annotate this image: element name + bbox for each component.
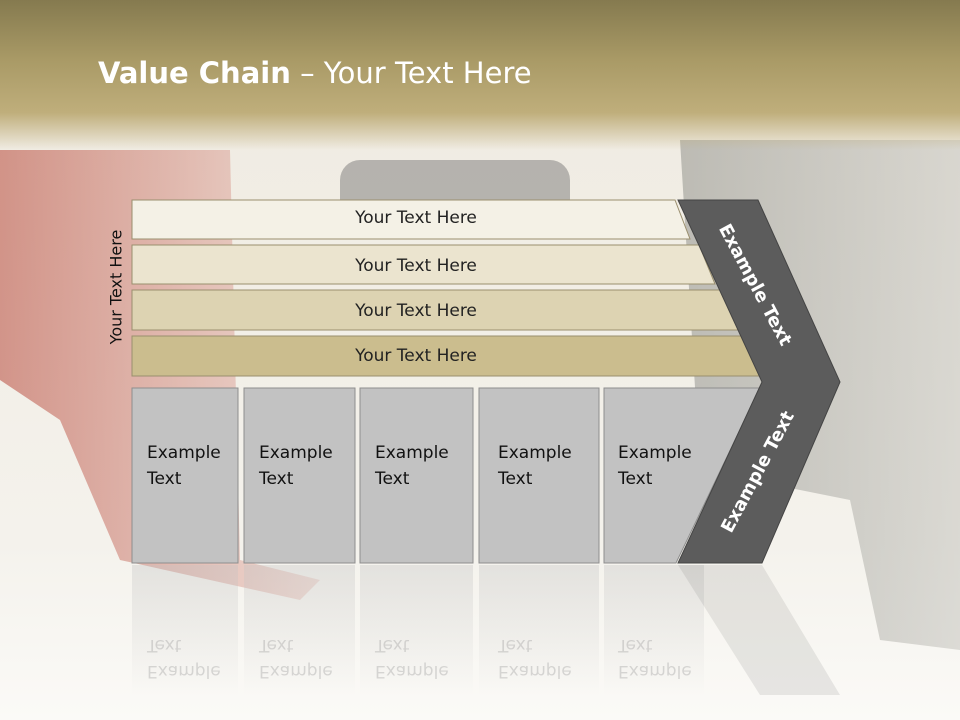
row-label: Your Text Here <box>355 256 477 276</box>
title-banner <box>0 0 960 150</box>
box-label-line: Text <box>618 469 653 489</box>
box <box>243 387 356 564</box>
box-label-line: Example <box>375 443 449 463</box>
box-label-reflection: Example Text <box>259 632 333 684</box>
box-label-line: Text <box>375 469 410 489</box>
box-label-reflection: Example Text <box>375 632 449 684</box>
box-label-reflection: Example Text <box>498 632 572 684</box>
box-label-line: Text <box>259 469 294 489</box>
box-label-line: Text <box>259 635 294 655</box>
row-bar <box>131 199 691 240</box>
box-label-line: Text <box>498 469 533 489</box>
box <box>359 387 474 564</box>
box-label-line: Example <box>618 443 692 463</box>
box <box>478 387 600 564</box>
title-bold: Value Chain <box>98 56 291 90</box>
box-reflection <box>479 565 599 695</box>
page-title: Value Chain – Your Text Here <box>98 56 532 90</box>
box-reflection <box>360 565 473 695</box>
box-reflection <box>244 565 355 695</box>
box-label-line: Example <box>375 661 449 681</box>
box-label-line: Example <box>147 661 221 681</box>
box-label-reflection: Example Text <box>618 632 692 684</box>
box-label-line: Example <box>498 443 572 463</box>
chevron-arrow <box>677 199 841 564</box>
box-label-reflection: Example Text <box>147 632 221 684</box>
box <box>603 387 761 564</box>
box-label-line: Text <box>618 635 653 655</box>
box-label-line: Text <box>147 469 182 489</box>
title-rest: – Your Text Here <box>290 56 532 90</box>
row-bar <box>131 244 716 285</box>
box-label-line: Example <box>259 443 333 463</box>
box-label-line: Text <box>375 635 410 655</box>
box-label-line: Text <box>147 635 182 655</box>
box-label-line: Text <box>498 635 533 655</box>
box <box>131 387 239 564</box>
row-label: Your Text Here <box>355 301 477 321</box>
row-label: Your Text Here <box>355 346 477 366</box>
row-label: Your Text Here <box>355 208 477 228</box>
box-reflection <box>604 565 704 695</box>
box-label-line: Example <box>618 661 692 681</box>
chevron-reflection <box>678 565 840 695</box>
box-reflection <box>132 565 238 695</box>
box-label-line: Example <box>259 661 333 681</box>
box-label-line: Example <box>147 443 221 463</box>
box-label-line: Example <box>498 661 572 681</box>
